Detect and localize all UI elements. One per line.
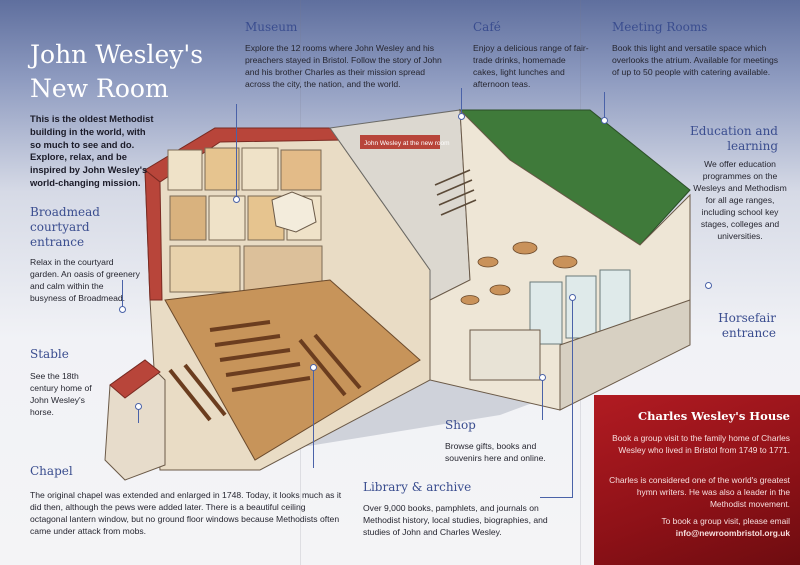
charles-house-para1: Book a group visit to the family home of… (612, 433, 790, 455)
meeting-heading: Meeting Rooms (612, 20, 708, 34)
cafe-dot (458, 113, 465, 120)
museum-leader (236, 104, 238, 199)
stable-heading: Stable (30, 347, 69, 361)
shop-heading: Shop (445, 418, 476, 432)
intro-text: This is the oldest Methodist building in… (30, 113, 154, 188)
chapel-text: The original chapel was extended and enl… (30, 490, 342, 536)
cafe-leader (461, 88, 463, 116)
library-leader (572, 298, 574, 498)
museum-room (169, 195, 207, 241)
broadmead-text: Relax in the courtyard garden. An oasis … (30, 257, 140, 303)
library-shelves (529, 269, 631, 345)
sign-text: John Wesley at the new room (364, 140, 450, 147)
shop-room (469, 329, 541, 381)
library-heading: Library & archive (363, 480, 472, 494)
cafe-text: Enjoy a delicious range of fair-trade dr… (473, 43, 589, 89)
horsefair-dot (705, 282, 712, 289)
chapel-dot (310, 364, 317, 371)
stable-dot (135, 403, 142, 410)
museum-room (167, 149, 203, 191)
meeting-leader (604, 92, 606, 120)
museum-dot (233, 196, 240, 203)
museum-text: Explore the 12 rooms where John Wesley a… (245, 43, 442, 89)
charles-house-email[interactable]: info@newroombristol.org.uk (675, 528, 790, 538)
meeting-dot (601, 117, 608, 124)
meeting-text: Book this light and versatile space whic… (612, 43, 779, 77)
chapel-heading: Chapel (30, 464, 73, 478)
charles-house-para3: To book a group visit, please email (661, 516, 791, 526)
chapel-pews (168, 320, 362, 422)
stable-leader (138, 405, 140, 423)
broadmead-leader (122, 280, 124, 308)
chapel-leader (313, 368, 315, 468)
cafe-tables (460, 241, 578, 305)
wall-sign (360, 135, 440, 149)
lower-rooms (559, 299, 691, 411)
education-heading: Education and learning (689, 124, 778, 153)
staircase (434, 169, 477, 216)
library-leader-h (540, 497, 573, 499)
museum-room (280, 149, 322, 191)
charles-house-heading: Charles Wesley's House (637, 409, 790, 423)
library-text: Over 9,000 books, pamphlets, and journal… (363, 503, 548, 537)
broadmead-dot (119, 306, 126, 313)
octagonal-lantern (271, 191, 317, 233)
museum-roof-side (144, 168, 163, 301)
museum-room (241, 147, 279, 191)
shop-dot (539, 374, 546, 381)
museum-room (169, 245, 241, 293)
cafe-heading: Café (473, 20, 501, 34)
stable-roof (109, 359, 161, 399)
broadmead-heading: Broadmead courtyard entrance (30, 205, 100, 249)
shop-text: Browse gifts, books and souvenirs here a… (445, 441, 546, 463)
charles-wesley-house-panel: Charles Wesley's House Book a group visi… (594, 395, 800, 565)
horsefair-heading: Horsefair entrance (718, 311, 776, 340)
stable-text: See the 18th century home of John Wesley… (30, 371, 92, 417)
museum-heading: Museum (245, 20, 298, 34)
charles-house-para2: Charles is considered one of the world's… (609, 475, 790, 509)
museum-room (208, 195, 246, 241)
page-title: John Wesley's New Room (30, 40, 204, 103)
shop-leader (542, 378, 544, 420)
library-dot (569, 294, 576, 301)
museum-room (204, 147, 240, 191)
chapel-floor (164, 279, 421, 461)
education-text: We offer education programmes on the Wes… (693, 159, 787, 241)
